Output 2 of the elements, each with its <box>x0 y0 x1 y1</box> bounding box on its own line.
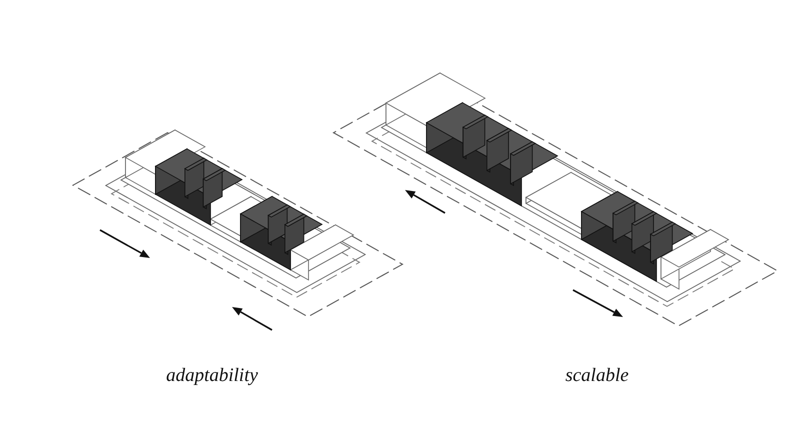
drawing-caption: scalable <box>565 365 629 387</box>
drawing-caption: adaptability <box>166 365 258 387</box>
